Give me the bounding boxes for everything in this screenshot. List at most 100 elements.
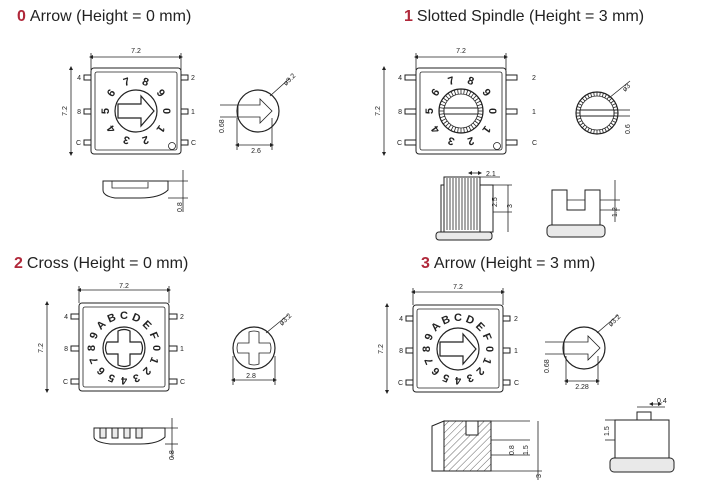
ring0-digit: 7 — [122, 76, 132, 89]
v2-pin-c-left: C — [63, 379, 68, 386]
v0-knob-dia: ø3.2 — [282, 72, 297, 87]
v2-body-height: 7.2 — [38, 343, 45, 353]
v1-body-width: 7.2 — [456, 48, 466, 55]
ring2-digit: 9 — [88, 331, 101, 341]
v2-height: 0.8 — [169, 450, 176, 460]
ring1-digit: 2 — [466, 134, 476, 147]
v2-pin-c-right: C — [180, 379, 185, 386]
variant-1-knob-view: ø3 0.6 — [575, 80, 632, 135]
variant-3-number: 3 — [421, 255, 430, 272]
ring2-digit: 8 — [86, 345, 98, 351]
ring3-digit: 1 — [480, 356, 493, 366]
variant-0-label: Arrow (Height = 0 mm) — [29, 8, 192, 25]
v3-body-height: 7.2 — [378, 344, 385, 354]
ring1-digit: 5 — [424, 108, 436, 114]
v3-offset: 0.68 — [544, 359, 551, 373]
variant-1-label: Slotted Spindle (Height = 3 mm) — [416, 8, 645, 25]
v3-pin-height: 1.5 — [604, 426, 611, 436]
ring3-digit: 3 — [465, 371, 475, 384]
ring2-digit: 3 — [131, 371, 141, 384]
v1-pin-1: 1 — [532, 109, 536, 116]
ring3-digit: 0 — [483, 346, 495, 352]
v0-dial — [114, 89, 158, 133]
v1-pin-8: 8 — [398, 109, 402, 116]
ring3-digit: B — [440, 313, 452, 327]
ring1-digit: 8 — [466, 75, 476, 88]
v1-knob-dia: ø3 — [621, 83, 632, 94]
v3-pin-4: 4 — [399, 316, 403, 323]
ring2-digit: F — [147, 330, 161, 341]
v0-knob — [236, 89, 280, 133]
v1-offset: 0.6 — [625, 124, 632, 134]
v0-pin-1: 1 — [191, 109, 195, 116]
ring3-digit: 9 — [423, 332, 436, 342]
v0-width: 2.6 — [251, 148, 261, 155]
v2-pin-2: 2 — [180, 314, 184, 321]
ring2-digit: 0 — [150, 345, 162, 351]
v3-dial — [436, 327, 480, 371]
v0-pin-c-right: C — [191, 140, 196, 147]
variant-3-label: Arrow (Height = 3 mm) — [433, 255, 596, 272]
v0-pin-4: 4 — [77, 75, 81, 82]
v3-width: 2.28 — [575, 384, 589, 391]
ring2-digit: 7 — [88, 355, 101, 365]
v1-slot-depth: 1.2 — [612, 207, 619, 217]
ring1-digit: 7 — [447, 75, 457, 88]
variant-1-side-view-a: 2.1 2.5 3 — [435, 171, 514, 241]
ring1-digit: 3 — [447, 134, 457, 147]
variant-1-side-view-b: 1.2 — [546, 180, 620, 238]
v3-body-width: 7.2 — [453, 284, 463, 291]
ring1-digit: 0 — [486, 108, 498, 114]
variant-3-side-view-b: 0.4 1.5 — [604, 398, 675, 473]
variant-2-label: Cross (Height = 0 mm) — [26, 255, 189, 272]
v3-knob-dia: ø3.2 — [607, 313, 622, 328]
ring0-digit: 2 — [141, 133, 151, 146]
v1-pin-2: 2 — [532, 75, 536, 82]
variant-2-side-view: 0.8 — [93, 418, 178, 460]
v2-pin-4: 4 — [64, 314, 68, 321]
v2-dial — [102, 326, 146, 370]
variant-0-side-view: 0.8 — [102, 170, 188, 212]
ring3-digit: 7 — [423, 356, 436, 366]
ring2-digit: D — [130, 311, 142, 325]
ring2-digit: 1 — [147, 355, 160, 365]
v2-pin-8: 8 — [64, 346, 68, 353]
v3-knob — [562, 326, 606, 370]
v3-total: 3 — [536, 474, 543, 478]
ring3-digit: C — [454, 312, 462, 324]
v2-cross-icon — [104, 328, 144, 368]
variant-3-side-view-a: 0.8 1.5 3 — [431, 420, 543, 480]
ring2-digit: C — [120, 310, 128, 322]
ring3-digit: 4 — [454, 374, 461, 386]
v1-body-height: 7.2 — [375, 106, 382, 116]
v1-pin-c-left: C — [397, 140, 402, 147]
v1-h2: 3 — [507, 204, 514, 208]
v2-knob — [232, 326, 276, 370]
v3-pin-8: 8 — [399, 348, 403, 355]
variant-1-number: 1 — [404, 8, 413, 25]
v1-slot — [443, 107, 479, 115]
ring0-digit: 0 — [160, 108, 172, 114]
v3-h1: 0.8 — [509, 445, 516, 455]
ring0-digit: 8 — [141, 76, 151, 89]
v0-pin-c-left: C — [76, 140, 81, 147]
v1-spline-teeth — [439, 89, 483, 133]
v2-knob-cross-icon — [236, 330, 272, 366]
v3-pin-2: 2 — [514, 316, 518, 323]
v1-pin-c-right: C — [532, 140, 537, 147]
v1-pin-4: 4 — [398, 75, 402, 82]
v1-h1: 2.5 — [492, 197, 499, 207]
ring0-digit: 3 — [122, 133, 132, 146]
v0-pin-2: 2 — [191, 75, 195, 82]
v3-pin-c-left: C — [398, 380, 403, 387]
v0-body-width: 7.2 — [131, 48, 141, 55]
v0-body-height: 7.2 — [62, 106, 69, 116]
